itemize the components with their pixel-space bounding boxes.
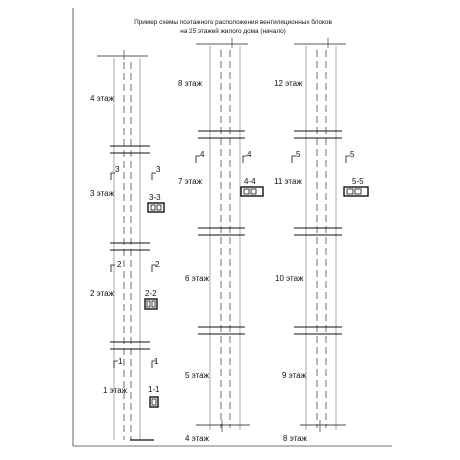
section-mark-5-right: 5 [345,150,355,163]
section-mark-2-left: 2 [110,260,122,272]
section-label-1-1: 1-1 [148,385,160,394]
vent-block-section-2-2 [144,298,158,310]
floor-label-8-bottom: 8 этаж [283,434,308,443]
section-mark-1-left: 1 [113,357,123,368]
floor-label-8: 8 этаж [178,79,203,88]
floor-label-1: 1 этаж [103,386,128,395]
section-mark-2-right: 2 [151,260,160,272]
column-floors-4-8 [196,38,250,432]
svg-text:3: 3 [156,165,161,174]
section-mark-5-left: 5 [291,150,301,163]
svg-text:1: 1 [154,357,159,366]
vent-block-section-3-3 [147,202,165,213]
floor-label-6: 6 этаж [185,274,210,283]
section-mark-4-left: 4 [195,150,205,163]
floor-label-11: 11 этаж [274,177,302,186]
floor-label-4-bottom: 4 этаж [185,434,210,443]
svg-text:5: 5 [350,150,355,159]
section-mark-4-right: 4 [242,150,252,163]
svg-text:4: 4 [247,150,252,159]
column-floors-8-12 [294,38,346,432]
floor-label-3: 3 этаж [90,189,115,198]
floor-label-5: 5 этаж [185,371,210,380]
svg-text:2: 2 [155,260,160,269]
svg-text:2: 2 [117,260,122,269]
floor-label-4: 4 этаж [90,94,115,103]
svg-text:4: 4 [200,150,205,159]
section-label-5-5: 5-5 [352,177,364,186]
vent-block-section-4-4 [240,186,264,197]
section-mark-3-right: 3 [151,165,161,180]
column-floors-1-4 [97,50,154,441]
title-line-2: на 25 этажей жилого дома (начало) [180,27,286,35]
section-mark-1-right: 1 [151,357,159,368]
svg-text:3: 3 [115,165,120,174]
vent-block-section-1-1 [149,396,159,408]
section-label-3-3: 3-3 [149,193,161,202]
floor-label-12: 12 этаж [274,79,303,88]
vent-block-section-5-5 [343,186,369,197]
section-mark-3-left: 3 [110,165,120,180]
title-line-1: Пример схемы поэтажного расположения вен… [134,18,332,26]
svg-text:1: 1 [118,357,123,366]
section-label-2-2: 2-2 [145,289,157,298]
svg-text:5: 5 [296,150,301,159]
floor-label-2: 2 этаж [90,289,115,298]
floor-label-10: 10 этаж [275,274,304,283]
floor-label-9: 9 этаж [282,371,307,380]
floor-label-7: 7 этаж [178,177,203,186]
section-label-4-4: 4-4 [244,177,256,186]
